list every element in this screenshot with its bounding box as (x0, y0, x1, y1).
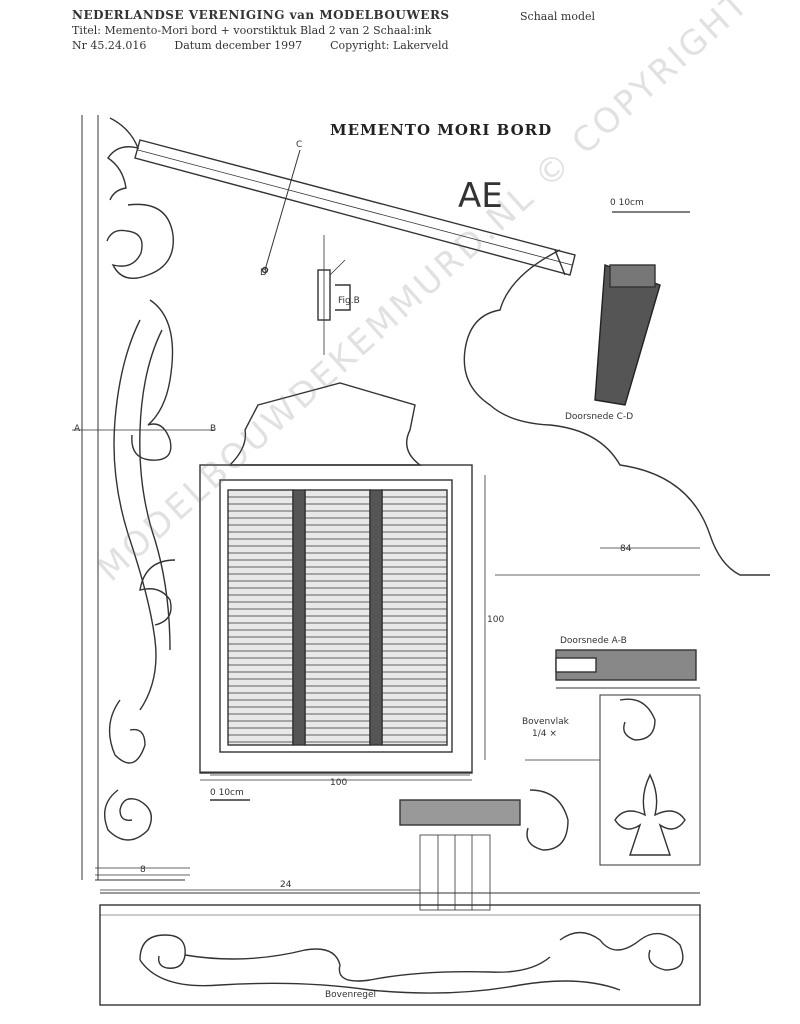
sheet-date: Datum december 1997 (174, 39, 303, 52)
fleur-de-lis-panel (525, 694, 701, 866)
label-border: Bovenvlak (522, 717, 569, 727)
sheet-number: Nr 45.24.016 (72, 39, 147, 52)
small-figure-label: Fig.B (338, 296, 360, 306)
drawing-title: MEMENTO MORI BORD (330, 121, 553, 139)
diagonal-rail (134, 139, 576, 276)
label-section-cd: Doorsnede C-D (565, 412, 634, 422)
dim-84: 84 (620, 544, 632, 554)
section-ab (555, 649, 700, 689)
dimension-lines (72, 429, 470, 891)
section-letter-c: C (296, 140, 303, 150)
scale-bar-top: 0 10cm (610, 198, 644, 208)
label-border-sub: 1/4 × (532, 729, 557, 739)
dim-24: 24 (280, 880, 292, 890)
small-hinge-detail (317, 235, 351, 355)
association-name: NEDERLANDSE VERENIGING van MODELBOUWERS (72, 8, 450, 22)
model-scale: Schaal model (520, 10, 596, 23)
label-top-board: Bovenregel (325, 990, 377, 1000)
scale-bar-bottom: 0 10cm (210, 788, 244, 798)
section-cd (594, 211, 690, 406)
memento-board (199, 382, 486, 781)
lower-section-detail (399, 799, 521, 911)
dim-100-vertical: 100 (487, 615, 505, 625)
section-letter-a: A (74, 424, 81, 434)
drawing-mark: AE (458, 176, 503, 216)
section-letter-d: D (260, 268, 267, 278)
dim-8: 8 (140, 865, 146, 875)
title-block: NEDERLANDSE VERENIGING van MODELBOUWERS … (72, 8, 450, 53)
dim-100-horizontal: 100 (330, 778, 348, 788)
right-curved-profile (463, 249, 770, 576)
sheet-title: Titel: Memento-Mori bord + voorstiktuk B… (72, 24, 432, 37)
label-section-ab: Doorsnede A-B (560, 636, 627, 646)
sheet-copyright: Copyright: Lakerveld (330, 39, 449, 52)
section-letter-b: B (210, 424, 217, 434)
left-carved-scroll (81, 115, 190, 881)
top-board-scroll (99, 892, 701, 1006)
